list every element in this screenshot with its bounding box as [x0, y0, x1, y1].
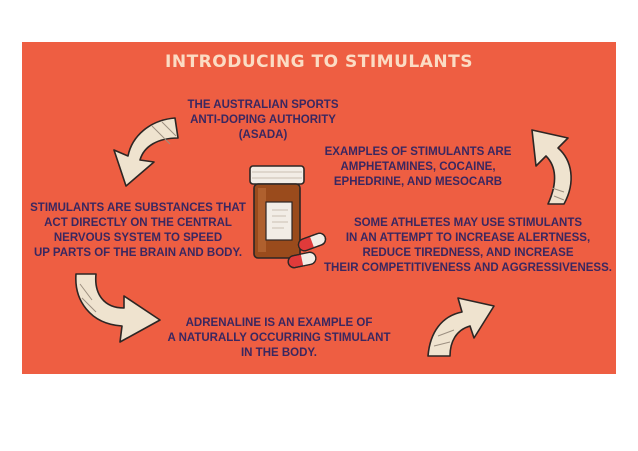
curved-arrow-icon [427, 297, 495, 357]
adrenaline-line: IN THE BODY. [240, 347, 318, 359]
capsule-icon [287, 251, 317, 269]
athletes-text: SOME ATHLETES MAY USE STIMULANTS IN AN A… [322, 216, 614, 276]
definition-line: STIMULANTS ARE SUBSTANCES THAT [30, 202, 246, 214]
examples-text: EXAMPLES OF STIMULANTS ARE AMPHETAMINES,… [318, 145, 518, 190]
athletes-line: IN AN ATTEMPT TO INCREASE ALERTNESS, [345, 232, 591, 244]
adrenaline-line: ADRENALINE IS AN EXAMPLE OF [185, 317, 373, 329]
curved-arrow-icon [75, 273, 161, 343]
definition-text: STIMULANTS ARE SUBSTANCES THAT ACT DIREC… [22, 201, 254, 261]
asada-text: THE AUSTRALIAN SPORTS ANTI-DOPING AUTHOR… [168, 98, 358, 143]
curved-arrow-icon [531, 129, 572, 205]
slide-title: INTRODUCING TO STIMULANTS [165, 52, 473, 72]
athletes-line: SOME ATHLETES MAY USE STIMULANTS [353, 217, 583, 229]
athletes-line: REDUCE TIREDNESS, AND INCREASE [362, 247, 574, 259]
adrenaline-text: ADRENALINE IS AN EXAMPLE OF A NATURALLY … [160, 316, 398, 361]
asada-line: ANTI-DOPING AUTHORITY [190, 114, 336, 126]
capsule-icon [297, 232, 327, 252]
athletes-line: THEIR COMPETITIVENESS AND AGGRESSIVENESS… [324, 262, 612, 274]
asada-line: THE AUSTRALIAN SPORTS [187, 99, 339, 111]
curved-arrow-icon [113, 117, 179, 187]
examples-line: EXAMPLES OF STIMULANTS ARE [324, 146, 512, 158]
definition-line: NERVOUS SYSTEM TO SPEED [53, 232, 223, 244]
examples-line: EPHEDRINE, AND MESOCARB [333, 176, 503, 188]
definition-line: ACT DIRECTLY ON THE CENTRAL [44, 217, 232, 229]
definition-line: UP PARTS OF THE BRAIN AND BODY. [33, 247, 243, 259]
examples-line: AMPHETAMINES, COCAINE, [340, 161, 496, 173]
adrenaline-line: A NATURALLY OCCURRING STIMULANT [167, 332, 391, 344]
pill-bottle-icon [249, 165, 327, 269]
asada-line: (ASADA) [238, 129, 288, 141]
